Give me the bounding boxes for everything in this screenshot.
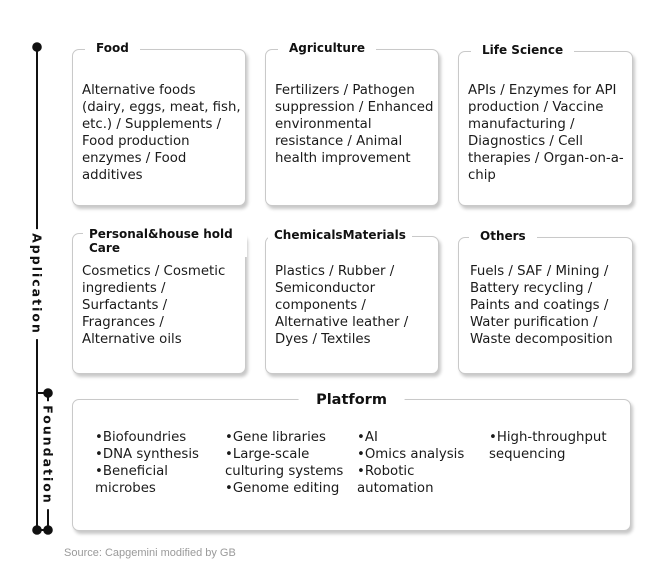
source-note: Source: Capgemini modified by GB [64,547,236,559]
platform-column-2: •Gene libraries •Large-scale culturing s… [225,430,349,498]
card-body: Alternative foods (dairy, eggs, meat, fi… [82,83,241,183]
card-others: Others Fuels / SAF / Mining / Battery re… [458,229,633,374]
platform-item: •Omics analysis [357,446,465,462]
platform-item: •Genome editing [225,480,340,496]
foundation-axis-bottom-dot [43,525,53,535]
card-body: APIs / Enzymes for API production / Vacc… [468,83,624,183]
platform-item: •High-throughput sequencing [489,430,607,462]
card-body: Fuels / SAF / Mining / Battery recycling… [470,264,613,347]
platform-item: •Beneficial microbes [95,463,168,496]
card-title: Others [469,229,537,243]
platform-item: •AI [357,430,378,445]
card-title: Life Science [471,43,575,57]
platform-card: Platform •Biofoundries •DNA synthesis •B… [72,391,631,531]
platform-column-4: •High-throughput sequencing [489,430,624,464]
card-title: Agriculture [278,41,377,55]
card-food: Food Alternative foods (dairy, eggs, mea… [72,41,246,206]
card-life-science: Life Science APIs / Enzymes for API prod… [458,43,633,206]
card-title: Food [85,41,140,55]
platform-title: Platform [298,391,405,409]
card-chemicals-materials: ChemicalsMaterials Plastics / Rubber / S… [265,228,439,374]
foundation-axis-label: Foundation [40,401,56,509]
card-title: Personal&house hold Care [83,227,247,257]
platform-item: •Large-scale culturing systems [225,446,344,479]
platform-item: •Gene libraries [225,430,326,445]
platform-item: •Robotic automation [357,463,434,496]
card-personal-household-care: Personal&house hold Care Cosmetics / Cos… [72,227,247,374]
card-body: Fertilizers / Pathogen suppression / Enh… [275,83,434,166]
application-axis-top-dot [32,42,42,52]
foundation-axis-top-dot [43,388,53,398]
card-body: Plastics / Rubber / Semiconductor compon… [275,264,409,347]
platform-column-1: •Biofoundries •DNA synthesis •Beneficial… [95,430,219,498]
platform-item: •Biofoundries [95,430,187,445]
card-title: ChemicalsMaterials [268,228,412,242]
card-body: Cosmetics / Cosmetic ingredients / Surfa… [82,264,226,347]
platform-column-3: •AI •Omics analysis •Robotic automation [357,430,481,498]
platform-item: •DNA synthesis [95,446,199,462]
application-axis-label: Application [29,229,45,339]
card-agriculture: Agriculture Fertilizers / Pathogen suppr… [265,41,439,206]
